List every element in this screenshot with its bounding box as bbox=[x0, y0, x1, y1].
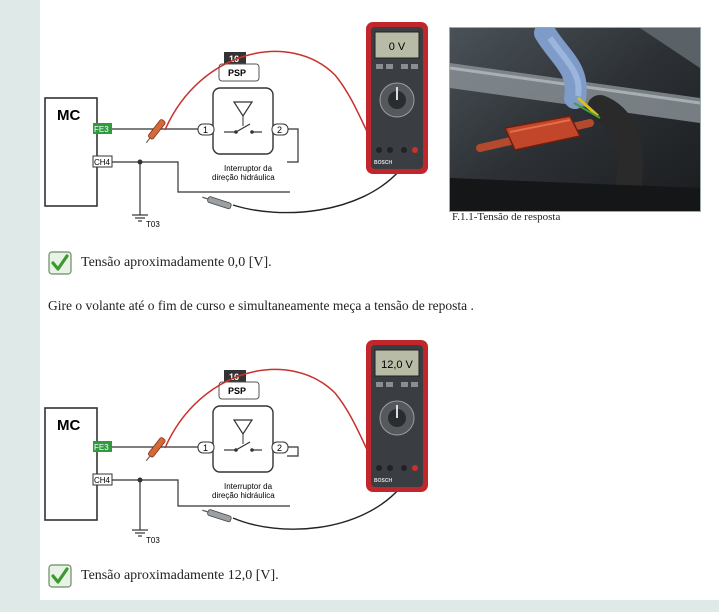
switch-caption-line2: direção hidráulica bbox=[212, 173, 275, 182]
ground-symbol bbox=[132, 529, 148, 537]
red-probe-tip bbox=[145, 437, 166, 462]
photo-caption: F.1.1-Tensão de resposta bbox=[452, 211, 561, 223]
multimeter-reading: 12,0 V bbox=[381, 359, 413, 371]
check-2-text: Tensão aproximadamente 12,0 [V]. bbox=[81, 568, 279, 583]
terminal-1 bbox=[197, 123, 215, 136]
switch-caption-line2: direção hidráulica bbox=[212, 491, 275, 500]
switch-caption-line1: Interruptor da bbox=[224, 482, 273, 491]
psp-label: PSP bbox=[228, 68, 246, 78]
fuse-number: 16 bbox=[229, 372, 239, 382]
multimeter-reading: 0 V bbox=[389, 41, 406, 53]
multimeter: 12,0 V BOSCH bbox=[366, 340, 428, 492]
pin-ch4-label: CH4 bbox=[94, 476, 111, 485]
red-test-lead bbox=[164, 50, 391, 169]
wire-terminal-2 bbox=[286, 128, 299, 163]
fuse-number: 16 bbox=[229, 54, 239, 64]
control-module-box bbox=[44, 407, 98, 521]
black-test-lead bbox=[232, 169, 401, 214]
multimeter-display bbox=[374, 31, 420, 59]
switch-caption-line1: Interruptor da bbox=[224, 164, 273, 173]
left-margin-band bbox=[0, 0, 40, 612]
black-test-lead bbox=[232, 487, 401, 530]
switch-contact bbox=[235, 123, 251, 133]
checkbox-checked-icon[interactable] bbox=[48, 564, 72, 588]
wire-ground bbox=[112, 479, 141, 530]
psp-label: PSP bbox=[228, 386, 246, 396]
psp-label-box bbox=[218, 63, 260, 82]
wiring-diagram-top: MC FE3 CH4 T03 16 PSP 1 2 Interruptor da… bbox=[44, 22, 428, 229]
terminal-1 bbox=[197, 441, 215, 454]
wiring-diagram-bottom: MC FE3 CH4 T03 16 PSP 1 2 Interruptor da… bbox=[44, 340, 428, 545]
module-label: MC bbox=[57, 107, 80, 124]
terminal-1-label: 1 bbox=[203, 125, 208, 135]
ground-label: T03 bbox=[146, 220, 160, 229]
check-1-text: Tensão aproximadamente 0,0 [V]. bbox=[81, 255, 272, 270]
check-row-1: Tensão aproximadamente 0,0 [V]. bbox=[48, 251, 272, 275]
psp-label-box bbox=[218, 381, 260, 400]
red-test-lead bbox=[164, 368, 391, 487]
connector-photo bbox=[449, 27, 701, 212]
black-probe-tip bbox=[202, 196, 232, 210]
fuse-number-tag bbox=[224, 52, 246, 64]
module-label: MC bbox=[57, 417, 80, 434]
pressure-switch-icon bbox=[232, 101, 254, 118]
pin-ch4-label: CH4 bbox=[94, 158, 111, 167]
ground-label: T03 bbox=[146, 536, 160, 545]
instruction-text: Gire o volante até o fim de curso e simu… bbox=[48, 298, 474, 313]
switch-contact bbox=[235, 441, 251, 451]
terminal-2 bbox=[271, 441, 289, 454]
wire-ch4-return bbox=[140, 479, 290, 507]
multimeter: 0 V BOSCH bbox=[366, 22, 428, 174]
terminal-2-label: 2 bbox=[277, 443, 282, 453]
wire-ch4-return bbox=[140, 161, 290, 193]
wire-terminal-2 bbox=[286, 446, 299, 457]
terminal-1-label: 1 bbox=[203, 443, 208, 453]
pressure-switch-icon bbox=[232, 419, 254, 436]
red-probe-tip bbox=[145, 119, 166, 144]
wire-ground bbox=[112, 161, 141, 215]
pin-fe3-label: FE3 bbox=[94, 443, 109, 452]
pin-fe3 bbox=[93, 441, 112, 452]
fuse-number-tag bbox=[224, 370, 246, 382]
pin-fe3-label: FE3 bbox=[94, 125, 109, 134]
terminal-2-label: 2 bbox=[277, 125, 282, 135]
terminal-2 bbox=[271, 123, 289, 136]
ground-symbol bbox=[132, 214, 148, 222]
black-probe-tip bbox=[202, 509, 232, 523]
multimeter-brand: BOSCH bbox=[374, 478, 392, 484]
multimeter-display bbox=[374, 349, 420, 377]
pin-fe3 bbox=[93, 123, 112, 134]
bottom-margin-band bbox=[40, 600, 719, 612]
check-row-2: Tensão aproximadamente 12,0 [V]. bbox=[48, 564, 279, 588]
checkbox-checked-icon[interactable] bbox=[48, 251, 72, 275]
multimeter-brand: BOSCH bbox=[374, 160, 392, 166]
control-module-box bbox=[44, 97, 98, 207]
